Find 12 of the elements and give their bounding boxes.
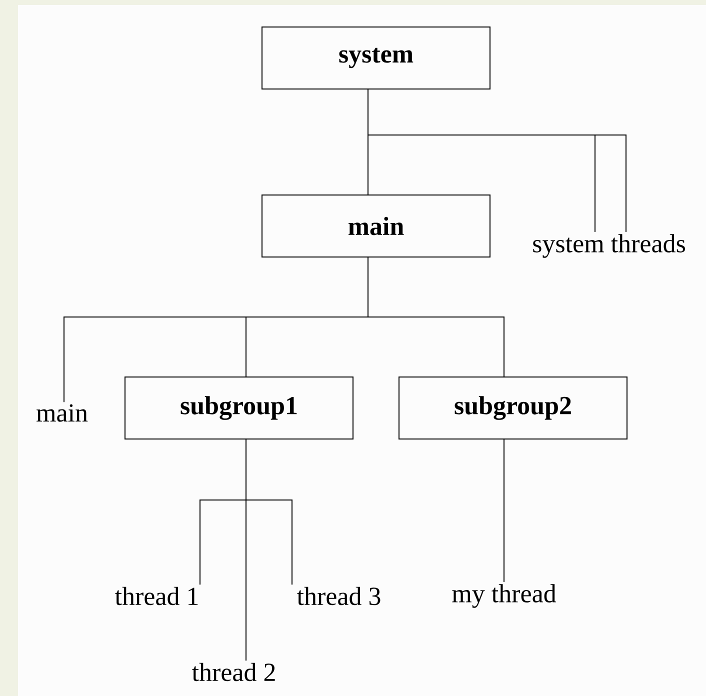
thread-label: thread 2 — [192, 662, 275, 682]
thread-label: thread 1 — [115, 586, 198, 606]
thread-label: main — [36, 404, 88, 422]
thread-label: thread 3 — [297, 586, 380, 606]
group-box: subgroup2 — [398, 376, 628, 440]
group-box: system — [262, 26, 490, 90]
group-box: main — [262, 194, 490, 258]
thread-label: system threads — [533, 234, 685, 258]
connector-line — [368, 257, 504, 377]
group-box: subgroup1 — [124, 376, 354, 440]
thread-label: my thread — [452, 584, 556, 608]
connector-line — [246, 439, 292, 586]
